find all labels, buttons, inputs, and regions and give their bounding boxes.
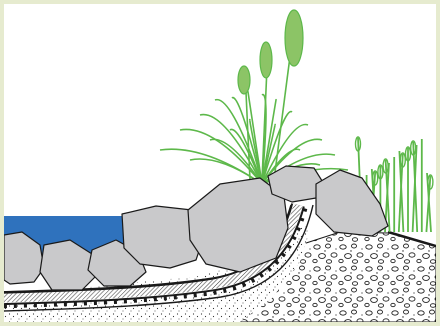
grass-seed-head xyxy=(260,42,272,78)
pond-cross-section-illustration xyxy=(4,4,436,322)
grass-seed-head xyxy=(285,10,303,66)
grass-seed-head xyxy=(238,66,250,94)
